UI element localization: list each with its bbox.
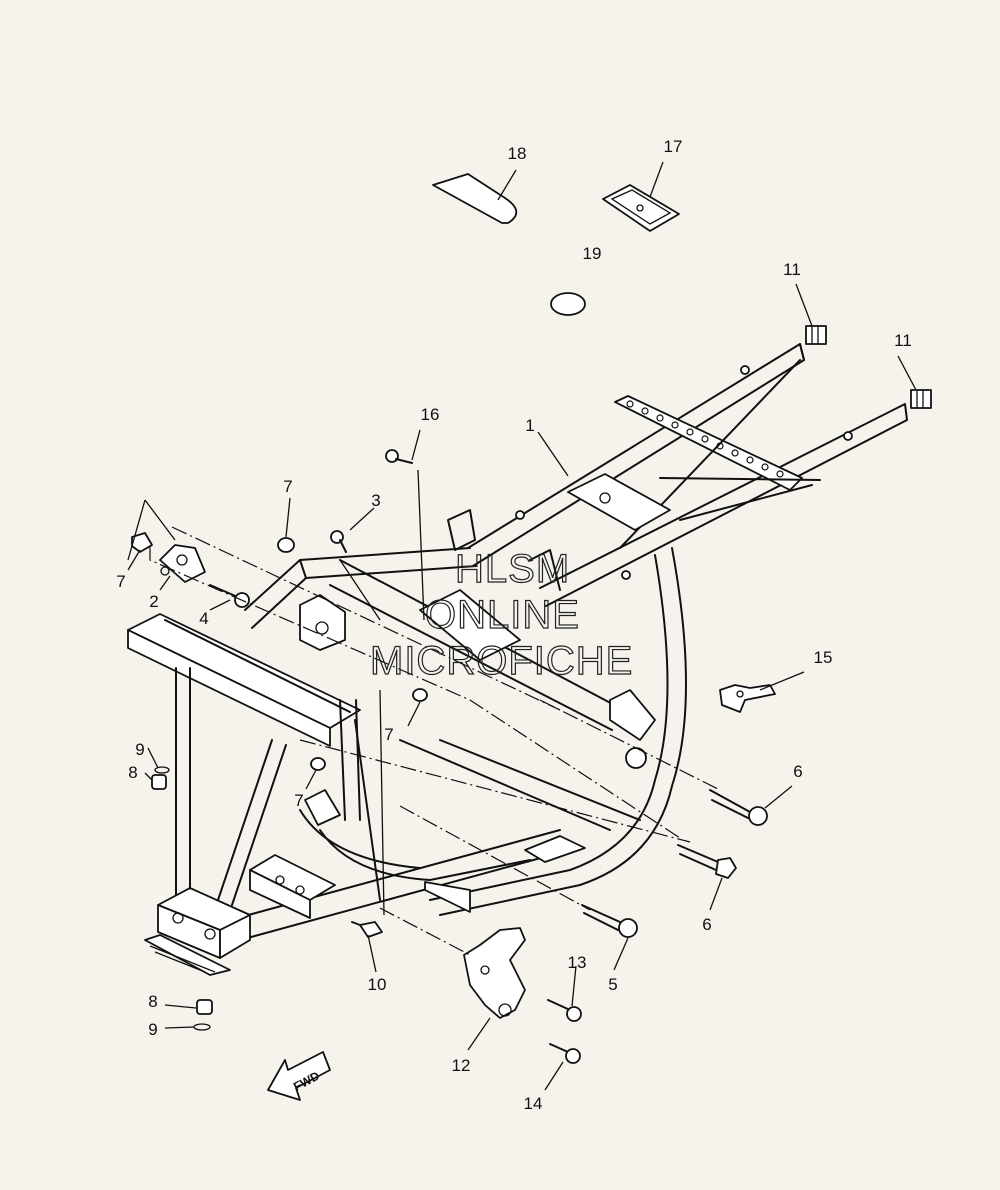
watermark: HLSM ONLINE MICROFICHE	[369, 546, 633, 683]
callout-3: 3	[371, 491, 380, 510]
callout-13: 13	[568, 953, 587, 972]
callout-12: 12	[452, 1056, 471, 1075]
bolt-13	[547, 999, 582, 1022]
bracket-15	[719, 684, 776, 713]
callout-17: 17	[664, 137, 683, 156]
bush-8a	[151, 774, 167, 790]
callout-10: 10	[368, 975, 387, 994]
callout-6b: 6	[702, 915, 711, 934]
plate-17	[602, 184, 680, 232]
callout-9b: 9	[148, 1020, 157, 1039]
callout-18: 18	[508, 144, 527, 163]
watermark-line-1: HLSM	[455, 547, 570, 591]
bolt-5	[581, 904, 638, 938]
fwd-arrow: FWD	[267, 1051, 331, 1101]
callout-4: 4	[199, 609, 208, 628]
callout-16: 16	[421, 405, 440, 424]
bush-8b	[196, 999, 213, 1015]
callout-1: 1	[525, 416, 534, 435]
bolt-16	[385, 449, 413, 464]
callout-14: 14	[524, 1094, 543, 1113]
callout-8b: 8	[148, 992, 157, 1011]
callout-6a: 6	[793, 762, 802, 781]
cap-11b	[910, 389, 932, 409]
callout-19: 19	[583, 244, 602, 263]
callout-7a: 7	[283, 477, 292, 496]
bolt-6a	[709, 789, 768, 826]
callout-7b: 7	[116, 572, 125, 591]
seal-19	[550, 292, 586, 316]
washer-7d	[310, 757, 326, 771]
fitting-10	[351, 921, 383, 938]
main-frame	[127, 343, 908, 976]
bolt-3	[330, 530, 347, 553]
bolt-6b	[677, 844, 737, 879]
washer-7b	[277, 537, 295, 553]
callout-2: 2	[149, 592, 158, 611]
callout-15: 15	[814, 648, 833, 667]
ring-9a	[154, 766, 170, 774]
bracket-12	[463, 927, 526, 1019]
bolt-14	[549, 1043, 581, 1064]
callout-7c: 7	[384, 725, 393, 744]
decal-18	[432, 173, 518, 224]
washer-7c	[412, 688, 428, 702]
bracket-2	[159, 544, 206, 583]
callout-8a: 8	[128, 763, 137, 782]
callout-5: 5	[608, 975, 617, 994]
callout-11a: 11	[783, 260, 801, 279]
leader-lines	[127, 161, 917, 1091]
cap-11a	[805, 325, 827, 345]
callout-numbers: 1 2 3 4 5 6 6 7 7 7 7 8 8 9 9 10 11 11 1…	[116, 137, 912, 1113]
ring-9b	[193, 1023, 211, 1031]
watermark-line-2: ONLINE	[425, 593, 580, 637]
callout-9a: 9	[135, 740, 144, 759]
callout-7d: 7	[294, 791, 303, 810]
callout-11b: 11	[894, 331, 912, 350]
watermark-line-3: MICROFICHE	[370, 639, 633, 683]
